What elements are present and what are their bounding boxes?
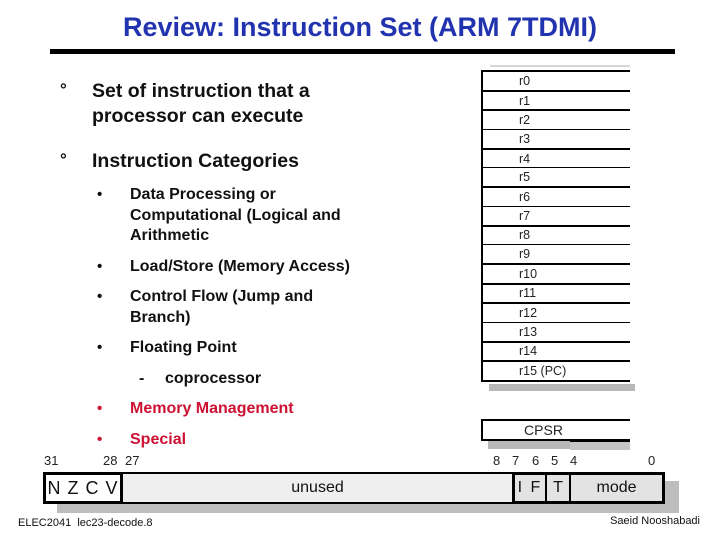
- category-item-floating-point: • Floating Point: [97, 338, 490, 359]
- degree-bullet-icon: °: [60, 150, 67, 169]
- register-row: r4: [483, 150, 630, 169]
- category-item-memory-management: • Memory Management: [97, 399, 490, 420]
- mode-field: mode: [569, 472, 665, 504]
- register-row: r13: [483, 323, 630, 343]
- interrupt-flags-field: I F: [512, 472, 547, 504]
- unused-field: unused: [123, 472, 512, 504]
- register-row: r10: [483, 265, 630, 285]
- bit-label-6: 6: [532, 453, 540, 468]
- dot-bullet-icon: •: [97, 288, 103, 305]
- dot-bullet-icon: •: [97, 400, 103, 417]
- bit-label-27: 27: [125, 453, 140, 468]
- bullet-text: Set of instruction that a processor can …: [92, 80, 310, 127]
- register-row: r9: [483, 245, 630, 265]
- category-text: Control Flow (Jump and Branch): [130, 288, 314, 326]
- register-row: r8: [483, 227, 630, 246]
- footer-course-code: ELEC2041 lec23-decode.8: [18, 517, 153, 529]
- dot-bullet-icon: •: [97, 186, 103, 203]
- flags-nzcv-field: N Z C V: [43, 472, 123, 504]
- register-table-shadow: [489, 384, 635, 391]
- dot-bullet-icon: •: [97, 339, 103, 356]
- slide-title: Review: Instruction Set (ARM 7TDMI): [122, 12, 598, 42]
- category-text: Memory Management: [130, 400, 294, 417]
- dash-bullet-icon: -: [139, 369, 145, 387]
- category-text: Floating Point: [130, 339, 237, 356]
- bit-label-4: 4: [570, 453, 578, 468]
- degree-bullet-icon: °: [60, 80, 67, 99]
- register-row: r3: [483, 130, 630, 150]
- title-divider: [50, 49, 675, 54]
- bit-label-5: 5: [551, 453, 559, 468]
- bit-label-8: 8: [493, 453, 501, 468]
- cpsr-back-box-edge: [570, 439, 630, 450]
- register-diagram-top-edge: [490, 65, 630, 67]
- register-row: r12: [483, 304, 630, 323]
- category-item-data-processing: • Data Processing or Computational (Logi…: [97, 185, 490, 247]
- register-row: r7: [483, 207, 630, 227]
- category-item-load-store: • Load/Store (Memory Access): [97, 257, 490, 278]
- category-item-control-flow: • Control Flow (Jump and Branch): [97, 287, 490, 328]
- dot-bullet-icon: •: [97, 430, 103, 448]
- register-row-pc: r15 (PC): [519, 364, 567, 379]
- category-text: Load/Store (Memory Access): [130, 257, 350, 275]
- bullet-item-instruction-categories: ° Instruction Categories: [60, 149, 490, 174]
- bit-label-28: 28: [103, 453, 118, 468]
- category-text: Data Processing or Computational (Logica…: [130, 186, 341, 244]
- register-row: r6: [483, 188, 630, 207]
- register-row: r11: [483, 285, 630, 305]
- status-register-bitfield: N Z C V unused I F T mode: [43, 472, 665, 504]
- register-row: r1: [483, 92, 630, 112]
- bullet-text: Instruction Categories: [92, 150, 299, 172]
- bullet-item-set-of-instruction: ° Set of instruction that a processor ca…: [60, 79, 490, 129]
- subitem-coprocessor: - coprocessor: [139, 369, 490, 390]
- thumb-flag-field: T: [547, 472, 569, 504]
- cpsr-box-shadow: [488, 441, 572, 449]
- register-row: r5: [483, 168, 630, 189]
- register-row: r14: [483, 343, 630, 363]
- bit-label-0: 0: [648, 453, 656, 468]
- category-text: Special: [130, 430, 187, 448]
- subitem-text: coprocessor: [165, 369, 262, 387]
- footer-author: Saeid Nooshabadi: [610, 515, 700, 527]
- bit-label-31: 31: [44, 453, 59, 468]
- dot-bullet-icon: •: [97, 257, 103, 275]
- register-file-diagram: r0 r1 r2 r3 r4 r5 r6 r7 r8 r9 r10 r11 r1…: [481, 70, 630, 382]
- bullet-content: ° Set of instruction that a processor ca…: [60, 79, 490, 460]
- category-list: • Data Processing or Computational (Logi…: [97, 185, 490, 450]
- bit-label-7: 7: [512, 453, 520, 468]
- register-row: r2: [483, 111, 630, 131]
- category-item-special: • Special: [97, 430, 490, 451]
- cpsr-box: CPSR: [481, 419, 630, 441]
- register-row: r0: [483, 72, 630, 92]
